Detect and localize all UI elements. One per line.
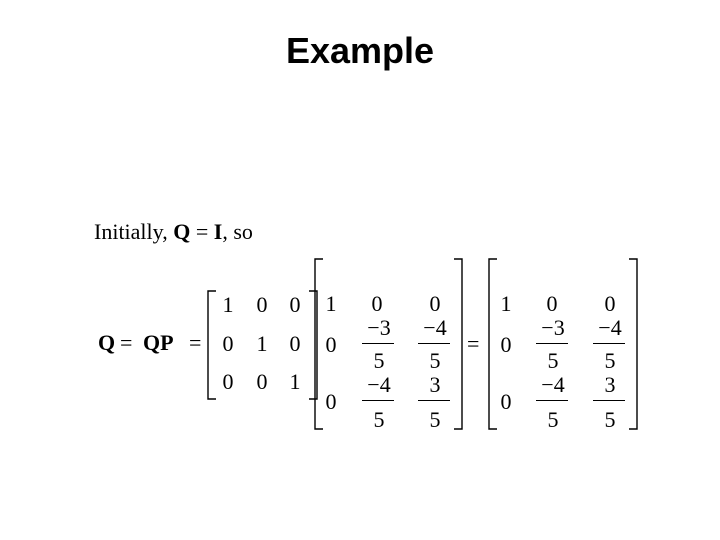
rotation-cell: 0 [325,332,337,357]
identity-cell: 1 [222,292,234,317]
rotation-fraction-denominator: 5 [429,407,441,432]
intro-equals: = [195,219,209,244]
identity-cell: 0 [256,292,268,317]
result-cell: 0 [546,291,558,316]
identity-cell: 0 [289,292,301,317]
rotation-fraction-bar [418,343,450,344]
rotation-fraction-denominator: 5 [373,348,385,373]
rotation-fraction-numerator: −4 [423,315,447,340]
result-left-bracket [488,258,497,430]
identity-cell: 1 [256,331,268,356]
lhs-q-symbol: Q [98,330,116,355]
result-fraction-denominator: 5 [604,348,616,373]
result-fraction-bar [536,400,568,401]
result-fraction-numerator: −3 [541,315,565,340]
equals-sign-1: = [120,330,133,355]
result-fraction-denominator: 5 [604,407,616,432]
rotation-fraction-denominator: 5 [373,407,385,432]
rotation-cell: 0 [325,389,337,414]
intro-line: Initially, Q = I, so [94,219,253,245]
result-fraction-denominator: 5 [547,348,559,373]
intro-word: Initially, [94,219,168,244]
intro-q-symbol: Q [173,219,191,244]
identity-cell: 0 [256,369,268,394]
result-fraction-numerator: 3 [604,372,616,397]
rotation-fraction-numerator: 3 [429,372,441,397]
result-fraction-denominator: 5 [547,407,559,432]
equals-sign-2: = [189,330,202,355]
identity-cell: 1 [289,369,301,394]
identity-cell: 0 [222,331,234,356]
intro-tail: , so [222,219,253,244]
result-fraction-bar [593,343,625,344]
rotation-cell: 0 [371,291,383,316]
result-cell: 1 [500,291,512,316]
equals-sign-3: = [467,331,480,356]
result-fraction-bar [593,400,625,401]
slide-title: Example [285,30,435,71]
identity-cell: 0 [222,369,234,394]
rotation-fraction-numerator: −3 [367,315,391,340]
rotation-cell: 1 [325,291,337,316]
rotation-left-bracket [314,258,323,430]
result-right-bracket [629,258,638,430]
rhs-qp-label: QP [143,330,174,355]
result-cell: 0 [500,389,512,414]
identity-cell: 0 [289,331,301,356]
result-fraction-bar [536,343,568,344]
rotation-right-bracket [454,258,463,430]
rotation-fraction-bar [362,400,394,401]
result-fraction-numerator: −4 [598,315,622,340]
rotation-fraction-numerator: −4 [367,372,391,397]
identity-left-bracket [207,290,216,400]
identity-right-bracket [309,290,318,400]
rotation-fraction-bar [362,343,394,344]
result-fraction-numerator: −4 [541,372,565,397]
result-cell: 0 [500,332,512,357]
rotation-cell: 0 [429,291,441,316]
result-cell: 0 [604,291,616,316]
rotation-fraction-denominator: 5 [429,348,441,373]
intro-i-symbol: I [213,219,223,244]
rotation-fraction-bar [418,400,450,401]
